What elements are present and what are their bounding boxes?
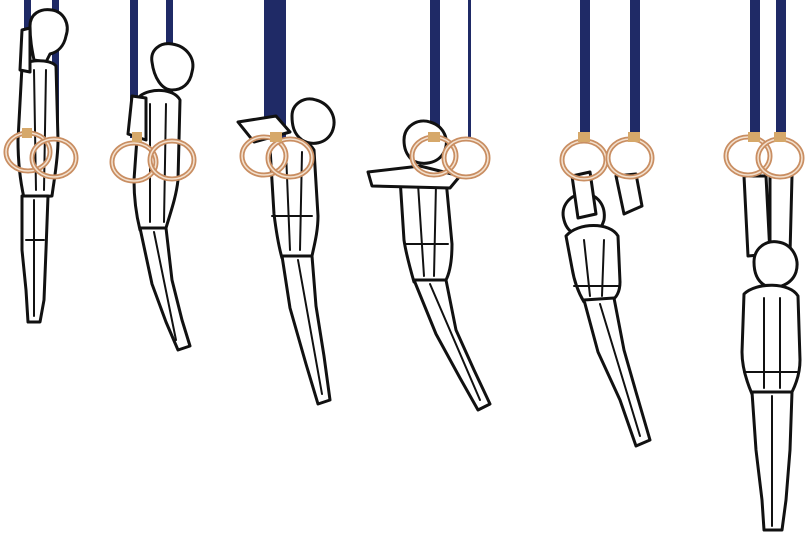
gymnast-figure-2 (112, 0, 194, 350)
ring-right (608, 139, 652, 177)
gymnast-figure-5 (562, 0, 652, 446)
ring-right (444, 139, 488, 177)
gymnast-figure-1 (6, 0, 76, 322)
gymnast-figure-3 (238, 0, 334, 404)
gymnast-figure-6 (726, 0, 802, 530)
ring-right (758, 139, 802, 177)
gymnast-figure-4 (368, 0, 490, 410)
